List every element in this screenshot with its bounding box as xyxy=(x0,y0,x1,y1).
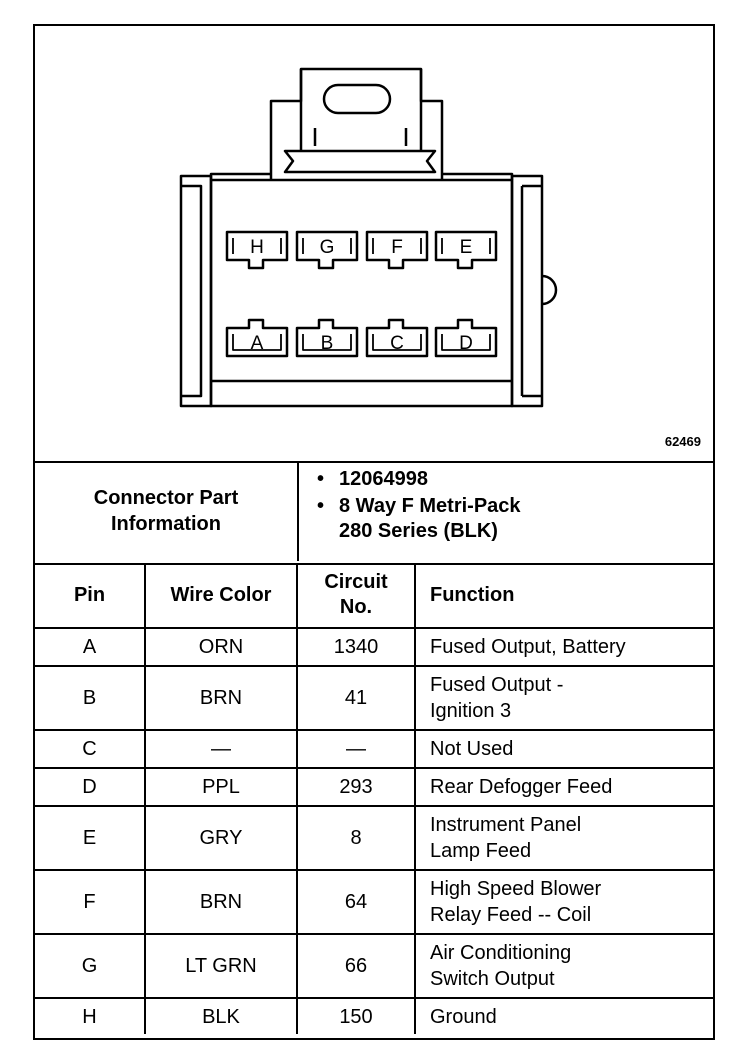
terminal-cavity-f: F xyxy=(365,230,429,270)
wire-color-cell: — xyxy=(144,729,298,769)
circuit-cell: 41 xyxy=(296,665,416,731)
connector-description: 8 Way F Metri-Pack 280 Series (BLK) xyxy=(317,494,713,544)
header-pin: Pin xyxy=(35,563,146,629)
terminal-cavity-e: E xyxy=(434,230,498,270)
function-cell: Air Conditioning Switch Output xyxy=(414,933,713,999)
terminal-cavity-a: A xyxy=(225,318,289,358)
function-cell: High Speed Blower Relay Feed -- Coil xyxy=(414,869,713,935)
terminal-label: D xyxy=(459,333,473,354)
pin-cell: C xyxy=(35,729,146,769)
wire-color-cell: PPL xyxy=(144,767,298,807)
pin-cell: G xyxy=(35,933,146,999)
table-row: A ORN 1340 Fused Output, Battery xyxy=(35,627,713,667)
connector-figure: H G F E A B C D 62469 xyxy=(35,26,713,463)
function-cell: Rear Defogger Feed xyxy=(414,767,713,807)
terminal-cavity-c: C xyxy=(365,318,429,358)
locking-tab xyxy=(269,67,444,180)
terminal-label: A xyxy=(251,333,264,354)
wire-color-cell: BRN xyxy=(144,665,298,731)
terminal-label: B xyxy=(321,333,334,354)
table-row: E GRY 8 Instrument Panel Lamp Feed xyxy=(35,805,713,871)
table-header-row: Pin Wire Color Circuit No. Function xyxy=(35,563,713,629)
circuit-cell: 66 xyxy=(296,933,416,999)
circuit-cell: 150 xyxy=(296,997,416,1034)
connector-part-info-label: Connector Part Information xyxy=(35,461,299,561)
terminal-label: E xyxy=(460,237,473,258)
connector-part-info: Connector Part Information 12064998 8 Wa… xyxy=(35,461,713,565)
circuit-cell: — xyxy=(296,729,416,769)
function-cell: Fused Output, Battery xyxy=(414,627,713,667)
connector-body xyxy=(179,172,558,408)
pin-cell: F xyxy=(35,869,146,935)
pin-cell: B xyxy=(35,665,146,731)
circuit-cell: 8 xyxy=(296,805,416,871)
pinout-table: Pin Wire Color Circuit No. Function A OR… xyxy=(35,563,713,1034)
terminal-cavity-h: H xyxy=(225,230,289,270)
terminal-cavity-g: G xyxy=(295,230,359,270)
connector-part-info-list: 12064998 8 Way F Metri-Pack 280 Series (… xyxy=(299,461,713,561)
terminal-label: G xyxy=(320,237,335,258)
wire-color-cell: LT GRN xyxy=(144,933,298,999)
pin-cell: E xyxy=(35,805,146,871)
terminal-label: C xyxy=(390,333,404,354)
circuit-cell: 293 xyxy=(296,767,416,807)
wire-color-cell: ORN xyxy=(144,627,298,667)
cavities-bottom-row: A B C D xyxy=(225,318,498,358)
connector-face-drawing: H G F E A B C D xyxy=(179,67,558,408)
header-wire-color: Wire Color xyxy=(144,563,298,629)
wire-color-cell: BRN xyxy=(144,869,298,935)
table-row: F BRN 64 High Speed Blower Relay Feed --… xyxy=(35,869,713,935)
terminal-label: F xyxy=(391,237,403,258)
circuit-cell: 64 xyxy=(296,869,416,935)
function-cell: Fused Output - Ignition 3 xyxy=(414,665,713,731)
wire-color-cell: BLK xyxy=(144,997,298,1034)
table-row: H BLK 150 Ground xyxy=(35,997,713,1034)
header-circuit: Circuit No. xyxy=(296,563,416,629)
pin-cell: A xyxy=(35,627,146,667)
pin-cell: D xyxy=(35,767,146,807)
terminal-cavity-b: B xyxy=(295,318,359,358)
header-function: Function xyxy=(414,563,713,629)
table-row: C — — Not Used xyxy=(35,729,713,769)
circuit-cell: 1340 xyxy=(296,627,416,667)
function-cell: Instrument Panel Lamp Feed xyxy=(414,805,713,871)
table-row: D PPL 293 Rear Defogger Feed xyxy=(35,767,713,807)
terminal-label: H xyxy=(250,237,264,258)
function-cell: Ground xyxy=(414,997,713,1034)
table-row: B BRN 41 Fused Output - Ignition 3 xyxy=(35,665,713,731)
pin-cell: H xyxy=(35,997,146,1034)
function-cell: Not Used xyxy=(414,729,713,769)
table-row: G LT GRN 66 Air Conditioning Switch Outp… xyxy=(35,933,713,999)
part-number: 12064998 xyxy=(317,467,713,492)
wire-color-cell: GRY xyxy=(144,805,298,871)
figure-number: 62469 xyxy=(664,434,701,449)
terminal-cavity-d: D xyxy=(434,318,498,358)
